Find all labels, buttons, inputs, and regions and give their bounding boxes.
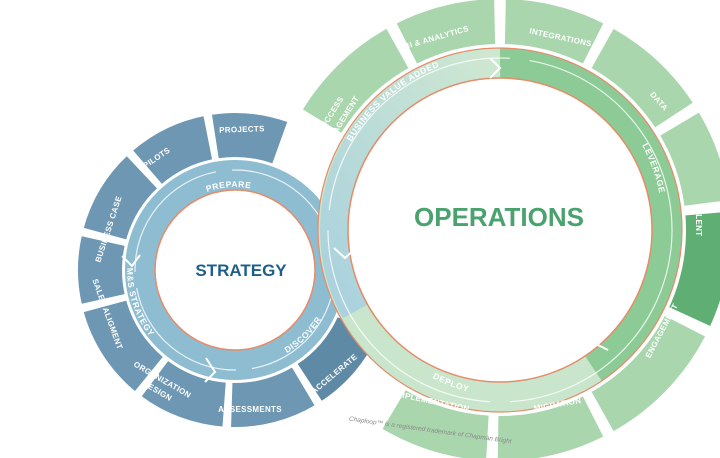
operations-ring-chevron-left <box>333 247 357 260</box>
operations-ring-chevron-bottom <box>590 327 609 351</box>
operations-ring-leverage <box>499 48 682 381</box>
segment-organization-design <box>81 298 166 394</box>
segment-bi-analytics <box>394 0 498 67</box>
strategy-ring-chevron-bottom <box>204 357 217 383</box>
segment-sales-aligment <box>76 233 127 307</box>
segment-label-talent: TALENT <box>694 204 703 237</box>
strategy-ring-chevron-left <box>121 254 141 268</box>
segment-pilots <box>130 113 215 187</box>
segment-talent <box>666 210 720 329</box>
operations-wheel <box>300 0 720 458</box>
segment-success-management <box>300 26 412 136</box>
segment-label-projects: PROJECTS <box>219 124 265 135</box>
strategy-title: STRATEGY <box>195 261 287 280</box>
segment-migration <box>495 393 606 458</box>
segment-data-a <box>588 26 696 131</box>
segment-projects <box>209 111 290 166</box>
operations-outer-segments <box>300 0 720 458</box>
segment-accelerate <box>229 364 318 429</box>
segment-engagement <box>588 313 708 434</box>
strategy-wheel <box>76 111 381 429</box>
operations-title: OPERATIONS <box>414 202 584 232</box>
operations-inner-line <box>347 77 653 383</box>
operations-outer-line <box>317 47 683 413</box>
operations-ring-chevron-top <box>489 57 502 79</box>
segment-label-assessments: ASSESSMENTS <box>218 405 282 414</box>
operations-ring-guide <box>327 57 673 403</box>
operations-ring-bva <box>320 48 501 319</box>
strategy-inner-line <box>154 189 316 351</box>
segment-integrations <box>502 0 606 67</box>
segment-business-case <box>81 153 160 242</box>
segment-implementation <box>379 387 491 458</box>
segment-assessments <box>138 358 228 429</box>
segment-data <box>657 109 720 208</box>
